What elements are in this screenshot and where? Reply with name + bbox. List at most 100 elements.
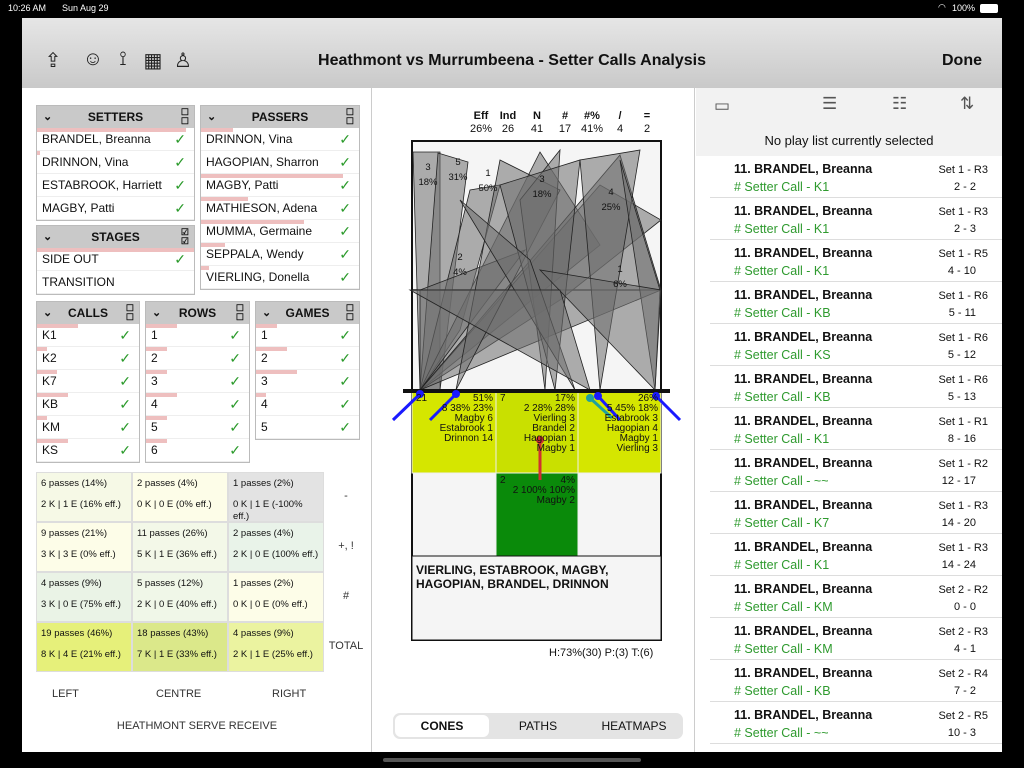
setters-item[interactable]: BRANDEL, Breanna✓ <box>37 128 194 151</box>
branch-arrows-icon[interactable]: ⟟ <box>119 48 127 70</box>
calls-item[interactable]: KM✓ <box>37 416 139 439</box>
games-item[interactable]: 1✓ <box>256 324 359 347</box>
done-button[interactable]: Done <box>942 52 982 69</box>
select-all-icon[interactable]: ☐ ☐ <box>345 303 354 322</box>
games-item[interactable]: 4✓ <box>256 393 359 416</box>
item-label: 1 <box>261 328 268 342</box>
setters-header[interactable]: ⌄SETTERS☐ ☐ <box>37 106 194 128</box>
stages-item[interactable]: SIDE OUT✓ <box>37 248 194 271</box>
chevron-down-icon[interactable]: ⌄ <box>43 307 53 319</box>
games-item[interactable]: 3✓ <box>256 370 359 393</box>
rows-item[interactable]: 4✓ <box>146 393 249 416</box>
games-item[interactable]: 5✓ <box>256 416 359 439</box>
cone-count: 1 <box>485 168 491 179</box>
chevron-down-icon[interactable]: ⌄ <box>207 111 217 123</box>
passers-item[interactable]: HAGOPIAN, Sharron✓ <box>201 151 359 174</box>
rows-item[interactable]: 6✓ <box>146 439 249 462</box>
games-item[interactable]: 2✓ <box>256 347 359 370</box>
list-icon[interactable]: ☷ <box>892 94 908 113</box>
passers-item[interactable]: MATHIESON, Adena✓ <box>201 197 359 220</box>
tab-cones[interactable]: CONES <box>395 715 489 737</box>
rows-item[interactable]: 3✓ <box>146 370 249 393</box>
passers-item[interactable]: SEPPALA, Wendy✓ <box>201 243 359 266</box>
tab-paths[interactable]: PATHS <box>518 719 558 733</box>
select-all-icon[interactable]: ☐ ☐ <box>345 107 354 126</box>
grid-cell: 1 passes (2%)0 K | 0 E (0% eff.) <box>228 572 324 622</box>
grid-chart-icon[interactable]: ▦ <box>143 50 163 72</box>
passers-item[interactable]: VIERLING, Donella✓ <box>201 266 359 289</box>
setters-item[interactable]: ESTABROOK, Harriett✓ <box>37 174 194 197</box>
playlist-add-icon[interactable]: ☰ <box>822 94 838 113</box>
checkmark-icon: ✓ <box>174 177 186 193</box>
select-all-icon[interactable]: ☐ ☐ <box>235 303 244 322</box>
cell-kills: 5 K | 1 E (36% eff.) <box>137 549 217 560</box>
stat-value: 26% <box>469 123 493 135</box>
cell-kills: 3 K | 3 E (0% eff.) <box>41 549 116 560</box>
passers-header[interactable]: ⌄PASSERS☐ ☐ <box>201 106 359 128</box>
calls-item[interactable]: K1✓ <box>37 324 139 347</box>
calls-item[interactable]: K2✓ <box>37 347 139 370</box>
item-label: 2 <box>151 351 158 365</box>
sort-icon[interactable]: ⇅ <box>960 94 975 113</box>
setters-item[interactable]: DRINNON, Vina✓ <box>37 151 194 174</box>
chevron-down-icon[interactable]: ⌄ <box>43 111 53 123</box>
select-all-icon[interactable]: ☑ ☑ <box>180 227 189 246</box>
tab-heatmaps[interactable]: HEATMAPS <box>601 719 667 733</box>
chevron-down-icon[interactable]: ⌄ <box>43 231 53 243</box>
games-panel: ⌄GAMES☐ ☐1✓2✓3✓4✓5✓ <box>255 301 360 440</box>
grid-cell: 6 passes (14%)2 K | 1 E (16% eff.) <box>36 472 132 522</box>
proportion-bar <box>146 347 167 351</box>
view-segmented-control: CONES PATHS HEATMAPS <box>393 713 683 739</box>
playlist-toolbar: ▭ ☰ ☷ ⇅ No play list currently selected <box>696 88 1002 156</box>
item-label: VIERLING, Donella <box>206 270 310 284</box>
passers-item[interactable]: MUMMA, Germaine✓ <box>201 220 359 243</box>
proportion-bar <box>146 324 177 328</box>
passers-item[interactable]: DRINNON, Vina✓ <box>201 128 359 151</box>
rows-item[interactable]: 5✓ <box>146 416 249 439</box>
people-hands-icon[interactable]: ☺ <box>82 48 104 70</box>
rows-item[interactable]: 2✓ <box>146 347 249 370</box>
calls-header[interactable]: ⌄CALLS☐ ☐ <box>37 302 139 324</box>
passers-item[interactable]: MAGBY, Patti✓ <box>201 174 359 197</box>
stages-item[interactable]: TRANSITION <box>37 271 194 294</box>
cone-percent: 18% <box>532 189 552 200</box>
monitor-icon[interactable]: ▭ <box>714 96 731 115</box>
proportion-bar <box>146 393 177 397</box>
share-icon[interactable]: ⇪ <box>44 50 62 72</box>
calls-item[interactable]: KS✓ <box>37 439 139 462</box>
games-header[interactable]: ⌄GAMES☐ ☐ <box>256 302 359 324</box>
chevron-down-icon[interactable]: ⌄ <box>262 307 272 319</box>
rows-item[interactable]: 1✓ <box>146 324 249 347</box>
calls-item[interactable]: KB✓ <box>37 393 139 416</box>
cell-passes: 18 passes (43%) <box>137 628 209 639</box>
stages-header[interactable]: ⌄STAGES☑ ☑ <box>37 226 194 248</box>
person-info-icon[interactable]: ♙ <box>174 50 192 72</box>
cone-percent: 50% <box>478 183 498 194</box>
zone-line: 26% <box>637 393 658 404</box>
calls-item[interactable]: K7✓ <box>37 370 139 393</box>
item-call: # Setter Call - K1 <box>734 222 830 236</box>
rows-header[interactable]: ⌄ROWS☐ ☐ <box>146 302 249 324</box>
chevron-down-icon[interactable]: ⌄ <box>152 307 162 319</box>
select-all-icon[interactable]: ☐ ☐ <box>125 303 134 322</box>
setters-item[interactable]: MAGBY, Patti✓ <box>37 197 194 220</box>
select-all-icon[interactable]: ☐ ☐ <box>180 107 189 126</box>
